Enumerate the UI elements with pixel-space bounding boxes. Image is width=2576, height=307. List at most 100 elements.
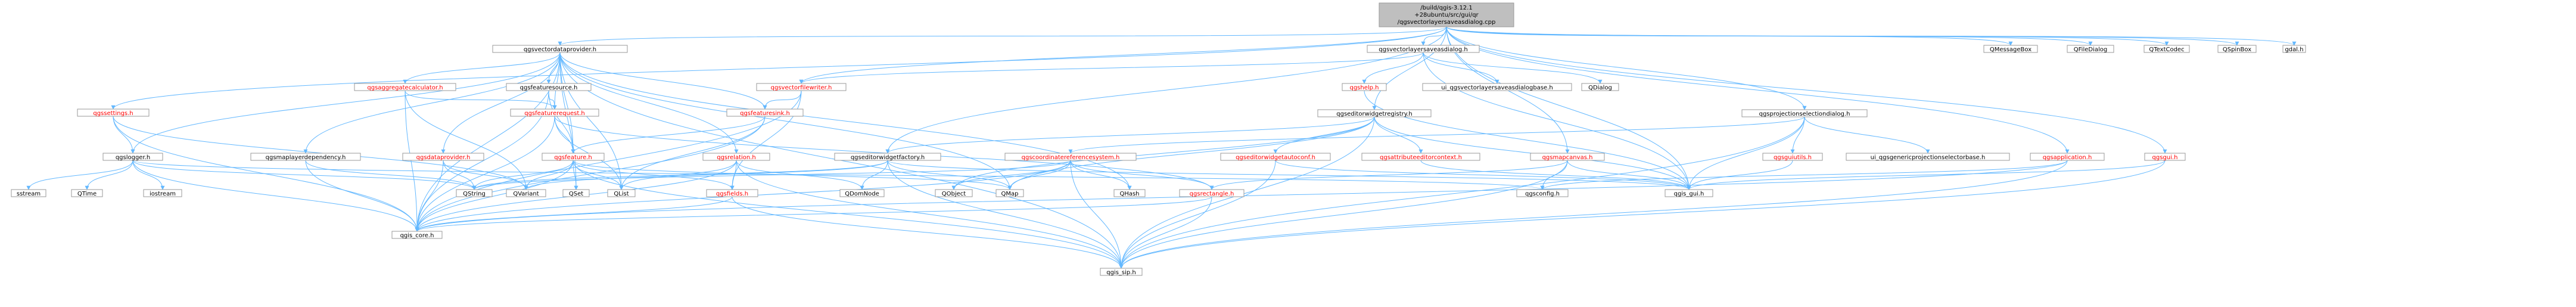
node-box [2217, 45, 2257, 53]
node-label: qgis_gui.h [1674, 191, 1704, 197]
node-qgseditorwidgetregistry[interactable]: qgseditorwidgetregistry.h [1317, 109, 1432, 117]
node-qgsrectangle[interactable]: qgsrectangle.h [1179, 189, 1245, 197]
node-qgsattributeeditorcontext[interactable]: qgsattributeeditorcontext.h [1361, 153, 1480, 161]
node-box [2067, 45, 2114, 53]
node-qgsvectorfilewriter[interactable]: qgsvectorfilewriter.h [756, 83, 847, 91]
node-label: QTextCodec [2149, 46, 2184, 53]
node-box [995, 189, 1024, 197]
edge-qgseditorwidgetregistry-to-qgseditorwidgetautoconf [1273, 116, 1375, 154]
node-label: qgsrelation.h [717, 154, 756, 161]
edge-qgscoordinatereferencesystem-to-QMap [1007, 160, 1071, 190]
node-QMap: QMap [995, 189, 1024, 197]
node-qgsmaplayerdependency[interactable]: qgsmaplayerdependency.h [250, 153, 361, 161]
node-QSet: QSet [562, 189, 590, 197]
edge-qgsvectorfilewriter-to-qgsfeaturesink [763, 90, 802, 110]
node-box [143, 189, 182, 197]
edge-qgsvectordataprovider-to-qgsmaplayerdependency [303, 52, 561, 154]
node-gdal: gdal.h [2282, 45, 2306, 53]
node-label: qgsfeaturesink.h [740, 110, 790, 117]
edge-root-to-qgsvectordataprovider [558, 26, 1447, 46]
node-qgsgui[interactable]: qgsgui.h [2144, 153, 2186, 161]
edge-qgsprojectionselectiondialog-to-qgsguiutils [1790, 116, 1805, 154]
node-root[interactable]: /build/qgis-3.12.1+28ubuntu/src/gui/qr/q… [1379, 2, 1514, 27]
node-box [542, 153, 605, 161]
node-label: qgsfeaturerequest.h [524, 110, 585, 117]
node-QTime: QTime [71, 189, 103, 197]
node-QVariant: QVariant [506, 189, 546, 197]
edge-qgsprojectionselectiondialog-to-ui_projsel [1804, 116, 1930, 154]
node-box [1846, 153, 2010, 161]
node-ui_projsel: ui_qgsgenericprojectionselectorbase.h [1846, 153, 2010, 161]
root-label-line: /qgsvectorlayersaveasdialog.cpp [1398, 19, 1496, 26]
node-qgseditorwidgetautoconf[interactable]: qgseditorwidgetautoconf.h [1220, 153, 1331, 161]
node-QMessageBox: QMessageBox [1983, 45, 2038, 53]
node-label: qgis_sip.h [1106, 269, 1136, 276]
edge-qgsgui-to-qgis_gui [1687, 160, 2166, 190]
node-qgssettings[interactable]: qgssettings.h [77, 108, 150, 117]
edge-qgsvectorfilewriter-to-qgsfields [730, 90, 802, 190]
node-label: iostream [150, 191, 176, 197]
edge-qgscoordinatereferencesystem-to-qgis_sip [1070, 160, 1124, 269]
edge-qgshelp-to-qgis_gui [1364, 90, 1691, 190]
node-label: qgsguiutils.h [1774, 154, 1812, 161]
node-box [1762, 153, 1823, 161]
node-label: QDomNode [845, 191, 879, 197]
node-qgsprojectionselectiondialog[interactable]: qgsprojectionselectiondialog.h [1741, 109, 1868, 117]
node-box [402, 153, 484, 161]
node-box [71, 189, 103, 197]
node-qgshelp[interactable]: qgshelp.h [1342, 83, 1387, 91]
edge-root-to-qgseditorwidgetregistry [1372, 26, 1447, 110]
node-qgsvectorlayersaveasdialog[interactable]: qgsvectorlayersaveasdialog.h [1367, 45, 1480, 53]
node-box [492, 45, 628, 53]
node-qgsfeaturerequest[interactable]: qgsfeaturerequest.h [510, 108, 599, 117]
node-qgsfields[interactable]: qgsfields.h [706, 189, 758, 197]
edge-qgslogger-to-qgsconfig [132, 160, 1544, 190]
node-QDomNode: QDomNode [839, 189, 885, 197]
node-label: QMap [1001, 191, 1019, 197]
edge-root-to-gdal [1446, 26, 2297, 46]
root-label-line: /build/qgis-3.12.1 [1420, 5, 1472, 11]
node-label: qgsfeaturesource.h [520, 85, 578, 91]
edge-qgsfeaturesink-to-qgis_core [415, 116, 766, 232]
node-label: qgsgui.h [2152, 154, 2178, 161]
edge-qgsapplication-to-qgis_sip [1119, 160, 2068, 269]
edge-qgsvectorlayersaveasdialog-to-qgis_gui [1423, 52, 1691, 190]
node-label: qgsfeature.h [554, 154, 592, 161]
node-qgsrelation[interactable]: qgsrelation.h [702, 153, 770, 161]
node-qgsvectordataprovider[interactable]: qgsvectordataprovider.h [492, 45, 628, 53]
node-label: qgsdataprovider.h [416, 154, 471, 161]
edge-qgseditorwidgetfactory-to-QDomNode [860, 160, 888, 190]
node-box [391, 231, 443, 239]
node-iostream: iostream [143, 189, 182, 197]
edge-qgsrelation-to-qgsfields [730, 160, 737, 190]
node-QString: QString [456, 189, 493, 197]
node-label: qgseditorwidgetfactory.h [851, 154, 925, 161]
node-qgsdataprovider[interactable]: qgsdataprovider.h [402, 153, 484, 161]
node-qgsguiutils[interactable]: qgsguiutils.h [1762, 153, 1823, 161]
edge-qgslogger-to-qgis_core [132, 160, 419, 232]
node-qgslogger[interactable]: qgslogger.h [102, 153, 163, 161]
node-qgsfeaturesource[interactable]: qgsfeaturesource.h [506, 83, 592, 91]
edge-qgsfeature-to-QSet [573, 160, 578, 190]
edge-qgsfields-to-qgis_sip [732, 196, 1124, 269]
edge-qgsmapcanvas-to-qgis_sip [1119, 160, 1568, 269]
node-qgsmapcanvas[interactable]: qgsmapcanvas.h [1530, 153, 1605, 161]
node-qgscoordinatereferencesystem[interactable]: qgscoordinatereferencesystem.h [1004, 153, 1137, 161]
node-qgsfeature[interactable]: qgsfeature.h [542, 153, 605, 161]
edge-qgsvectordataprovider-to-qgsaggregatecalculator [403, 52, 561, 84]
node-qgsfeaturesink[interactable]: qgsfeaturesink.h [726, 108, 804, 117]
node-box [562, 189, 590, 197]
edge-qgsfeaturerequest-to-qgsfeature [554, 116, 575, 154]
edge-qgsfeature-to-QVariant [524, 160, 574, 190]
edge-qgsapplication-to-qgsconfig [1540, 160, 2068, 190]
node-qgsaggregatecalculator[interactable]: qgsaggregatecalculator.h [354, 83, 456, 91]
node-qgsapplication[interactable]: qgsapplication.h [2030, 153, 2105, 161]
edge-qgsaggregatecalculator-to-qgis_core [405, 90, 419, 232]
edge-qgslogger-to-QTime [85, 160, 133, 190]
node-qgseditorwidgetfactory[interactable]: qgseditorwidgetfactory.h [834, 153, 941, 161]
node-box [1422, 83, 1572, 91]
node-box [11, 189, 46, 197]
edge-root-to-qgsvectorlayersaveasdialog [1421, 26, 1447, 46]
node-label: qgscoordinatereferencesystem.h [1022, 154, 1120, 161]
edge-qgseditorwidgetfactory-to-qgis_gui [887, 160, 1691, 190]
